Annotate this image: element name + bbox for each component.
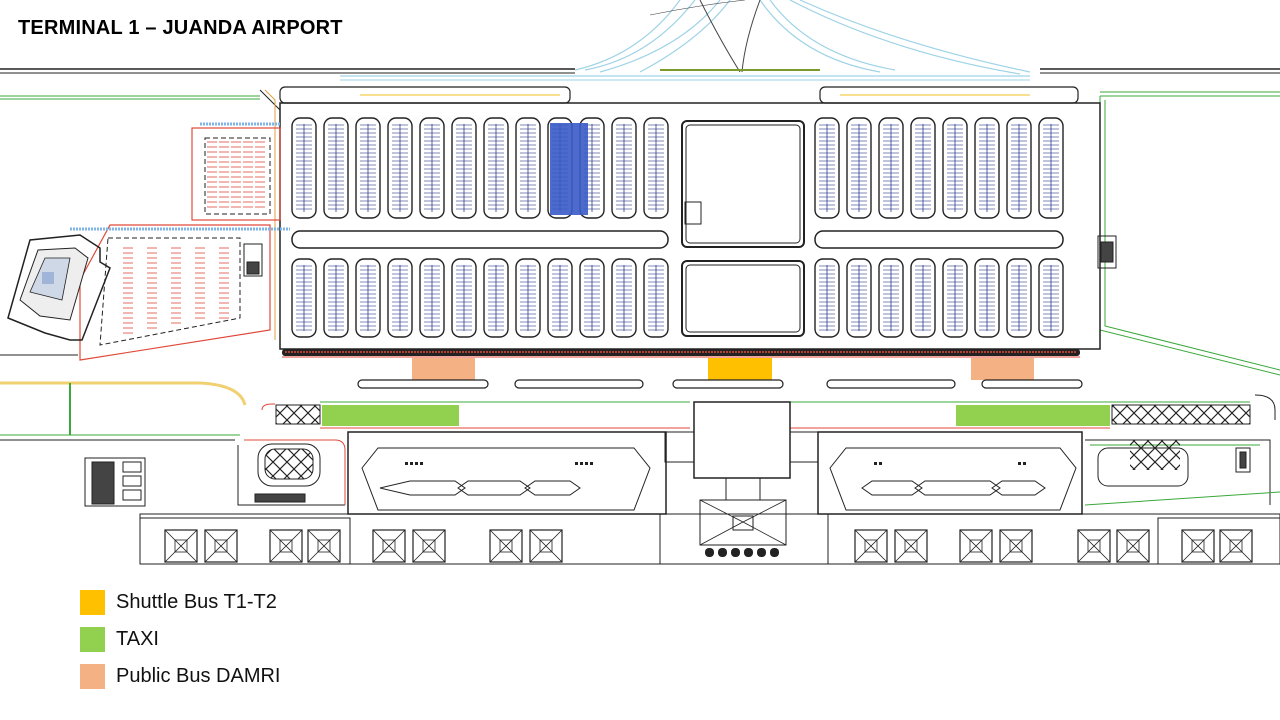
hatched-zone-right (1111, 404, 1251, 425)
shuttle-stop (708, 358, 772, 380)
damri-stop-right (971, 358, 1034, 380)
legend-item-shuttle: Shuttle Bus T1-T2 (80, 588, 277, 616)
central-islands (681, 120, 805, 337)
gate-bridge (1116, 529, 1150, 563)
parking-bay (814, 117, 840, 219)
hatched-zone-left (275, 404, 321, 425)
legend-swatch-damri (80, 663, 105, 689)
parking-bay (355, 258, 381, 338)
parking-bay (387, 258, 413, 338)
gate-bridge (1181, 529, 1215, 563)
gate-bridge (854, 529, 888, 563)
parking-bay (611, 258, 637, 338)
gate-bridge (489, 529, 523, 563)
map-title: TERMINAL 1 – JUANDA AIRPORT (18, 17, 343, 39)
parking-bay (579, 258, 605, 338)
taxi-zone-right (956, 405, 1110, 426)
curbside-road (279, 86, 1079, 104)
lane-dividers (357, 379, 1083, 389)
gate-bridge (372, 529, 406, 563)
parking-bay (323, 117, 349, 219)
parking-gate (84, 443, 321, 507)
parking-bay (846, 258, 872, 338)
parking-bay (643, 258, 669, 338)
access-road (0, 0, 1280, 81)
parking-bay (323, 258, 349, 338)
parking-bay (910, 117, 936, 219)
parking-bay (355, 117, 381, 219)
legend-item-taxi: TAXI (80, 625, 159, 653)
parking-bay (419, 258, 445, 338)
parking-bay (547, 258, 573, 338)
gate-bridge (1219, 529, 1253, 563)
legend-swatch-taxi (80, 626, 105, 652)
damri-stop-left (412, 358, 475, 380)
taxi-zone-left (322, 405, 459, 426)
parking-bay (878, 117, 904, 219)
gate-bridge (204, 529, 238, 563)
parking-bay (974, 117, 1000, 219)
legend-label-taxi: TAXI (116, 627, 159, 650)
parking-bay (611, 117, 637, 219)
annex-stalls (123, 141, 265, 334)
service-block-right (1097, 235, 1117, 269)
parking-rows (291, 117, 1064, 338)
curb-line (282, 349, 1080, 358)
parking-aisles (291, 230, 1064, 249)
small-building (243, 243, 263, 277)
parking-bay (878, 258, 904, 338)
highlighted-parking-block (550, 123, 588, 215)
gate-bridge (307, 529, 341, 563)
parking-bay (814, 258, 840, 338)
gate-bridge (412, 529, 446, 563)
parking-bay (942, 258, 968, 338)
parking-bay (1006, 258, 1032, 338)
roof-markers (405, 462, 1026, 557)
main-parking-lot (279, 102, 1101, 350)
gate-bridge (164, 529, 198, 563)
parking-bay (483, 258, 509, 338)
gate-bridge (999, 529, 1033, 563)
parking-bay (846, 117, 872, 219)
legend-label-shuttle: Shuttle Bus T1-T2 (116, 590, 277, 613)
gate-bridge (269, 529, 303, 563)
terminal-building (139, 401, 1280, 565)
gate-bridge (959, 529, 993, 563)
legend-label-damri: Public Bus DAMRI (116, 664, 281, 687)
legend-item-damri: Public Bus DAMRI (80, 662, 281, 690)
service-area-right (1097, 440, 1251, 487)
legend-swatch-shuttle (80, 589, 105, 615)
parking-bay (483, 117, 509, 219)
parking-bay (643, 117, 669, 219)
left-building (7, 234, 111, 341)
parking-bay (387, 117, 413, 219)
parking-bay (515, 258, 541, 338)
parking-bay (419, 117, 445, 219)
gate-bridge (1077, 529, 1111, 563)
parking-bay (974, 258, 1000, 338)
boarding-gates (164, 529, 1253, 563)
parking-bay (451, 258, 477, 338)
parking-bay (942, 117, 968, 219)
parking-bay (291, 117, 317, 219)
gate-bridge (529, 529, 563, 563)
gate-bridge (894, 529, 928, 563)
parking-bay (1006, 117, 1032, 219)
parking-bay (910, 258, 936, 338)
parking-bay (291, 258, 317, 338)
parking-bay (1038, 258, 1064, 338)
annex-parking (70, 122, 290, 361)
parking-bay (1038, 117, 1064, 219)
parking-bay (451, 117, 477, 219)
parking-bay (515, 117, 541, 219)
